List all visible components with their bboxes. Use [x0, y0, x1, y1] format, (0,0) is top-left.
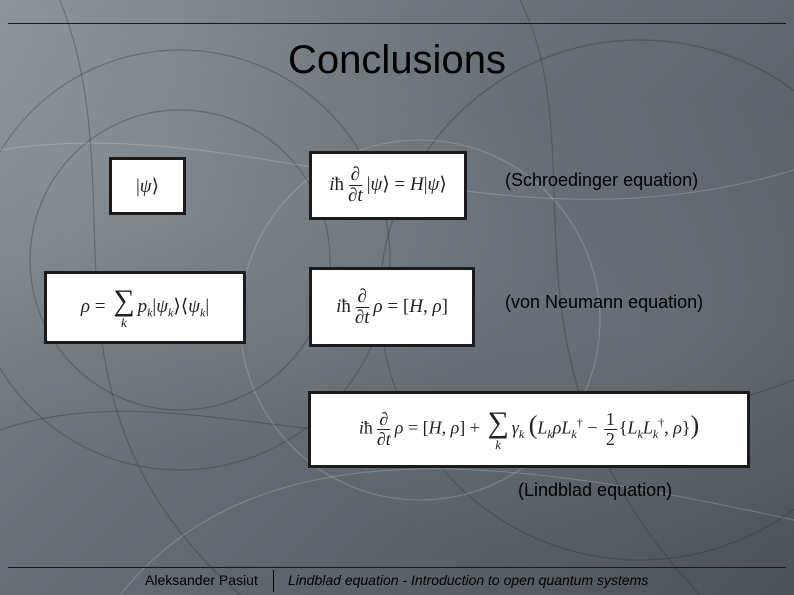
schroedinger-label: (Schroedinger equation) — [505, 170, 699, 190]
footer-talk-title: Lindblad equation - Introduction to open… — [288, 572, 649, 588]
von-neumann-label: (von Neumann equation) — [505, 292, 704, 312]
schroedinger-formula: iħ∂∂t|ψ⟩ = H|ψ⟩ — [329, 164, 447, 206]
state-vector-equation: |ψ⟩ — [109, 157, 186, 215]
bottom-rule — [8, 567, 786, 568]
footer-separator — [273, 570, 274, 592]
schroedinger-equation: iħ∂∂t|ψ⟩ = H|ψ⟩ — [309, 151, 467, 220]
top-rule — [8, 23, 786, 24]
footer-author: Aleksander Pasiut — [145, 572, 258, 588]
lindblad-label: (Lindblad equation) — [518, 480, 673, 500]
state-vector-formula: |ψ⟩ — [135, 175, 160, 197]
page-title: Conclusions — [288, 38, 506, 82]
